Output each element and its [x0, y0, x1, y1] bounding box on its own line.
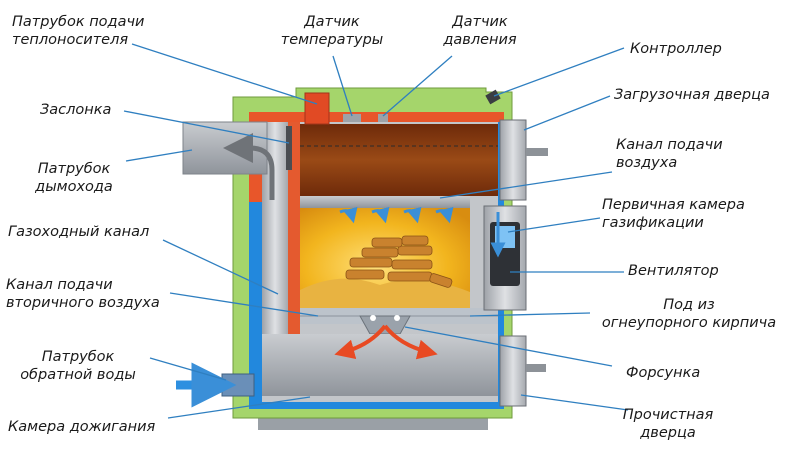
- label-cleaning-door: Прочистная дверца: [622, 407, 714, 441]
- afterburning-chamber: [262, 334, 498, 396]
- pressure-sensor: [378, 114, 388, 122]
- fire-chamber-top-plate: [300, 196, 470, 208]
- label-primary-gasification-chamber: Первичная камера газификации: [602, 197, 745, 231]
- loading-door-handle: [526, 148, 548, 156]
- air-flow-arrows: [339, 206, 506, 258]
- temperature-sensor: [343, 114, 361, 122]
- flue-gas-arrow: [223, 133, 275, 200]
- firewood: [345, 235, 453, 288]
- damper: [286, 126, 292, 170]
- label-coolant-supply-pipe: Патрубок подачи теплоносителя: [12, 14, 145, 48]
- label-refractory-floor: Под из огнеупорного кирпича: [601, 297, 777, 331]
- boiler-base: [258, 418, 488, 430]
- hot-water-jacket-top: [279, 112, 504, 122]
- return-water-pipe: [221, 373, 255, 397]
- label-loading-door: Загрузочная дверца: [614, 87, 770, 103]
- controller: [485, 89, 501, 105]
- ash-bed: [300, 278, 470, 308]
- nozzle-hole-right: [394, 315, 400, 321]
- secondary-wall: [288, 122, 300, 337]
- label-controller: Контроллер: [630, 41, 722, 57]
- label-pressure-sensor: Датчик давления: [443, 14, 517, 48]
- label-fan: Вентилятор: [628, 263, 719, 279]
- label-air-supply-channel: Канал подачи воздуха: [616, 137, 723, 171]
- cleaning-door-handle: [526, 364, 546, 372]
- label-secondary-air-channel: Канал подачи вторичного воздуха: [6, 277, 160, 311]
- label-chimney-pipe: Патрубок дымохода: [35, 161, 113, 195]
- label-return-water-pipe: Патрубок обратной воды: [20, 349, 136, 383]
- label-temperature-sensor: Датчик температуры: [280, 14, 384, 48]
- coolant-supply-pipe: [304, 92, 330, 125]
- label-afterburning-chamber: Камера дожигания: [8, 419, 156, 435]
- label-nozzle: Форсунка: [626, 365, 701, 381]
- upper-chamber: [300, 124, 498, 196]
- label-damper: Заслонка: [40, 102, 112, 118]
- combustion-flow-arrows: [334, 324, 438, 360]
- label-flue-gas-channel: Газоходный канал: [8, 224, 150, 240]
- nozzle-hole-left: [370, 315, 376, 321]
- leader-lines: [123, 43, 629, 419]
